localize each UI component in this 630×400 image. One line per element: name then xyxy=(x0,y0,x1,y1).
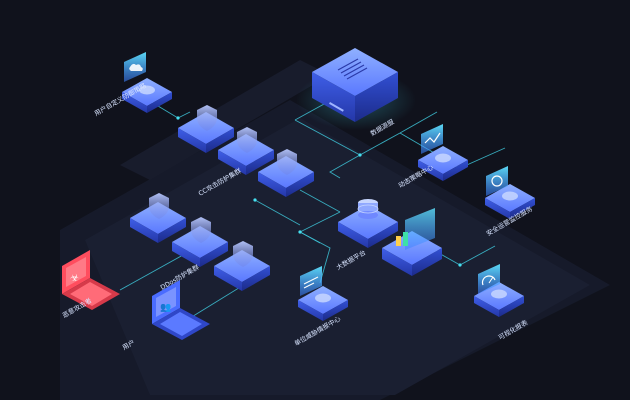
node-dynamic-policy-center: 动态策略中心 xyxy=(397,124,468,190)
server-icon xyxy=(337,58,368,80)
node-data-center: 数据源服 xyxy=(296,48,416,138)
database-icon xyxy=(357,199,379,219)
gauge-icon xyxy=(486,166,508,196)
cloud-shield-icon xyxy=(124,52,146,82)
biohazard-icon: ☣ xyxy=(70,273,79,284)
gear-icon xyxy=(191,217,211,243)
report-icon xyxy=(300,266,322,296)
pulse-chart-icon xyxy=(421,124,443,154)
bar-chart-icon xyxy=(396,236,401,246)
speedometer-icon xyxy=(478,264,500,294)
shield-icon xyxy=(237,127,257,153)
gear-icon xyxy=(233,241,253,267)
node-security-ops: 安全运营监控服务 xyxy=(485,166,535,238)
user-icon: 👥 xyxy=(160,303,171,313)
shield-icon xyxy=(197,105,217,131)
node-user-defined-policy: 用户自定义防御策略 xyxy=(93,52,172,118)
gear-icon xyxy=(149,193,169,219)
shield-icon xyxy=(277,149,297,175)
